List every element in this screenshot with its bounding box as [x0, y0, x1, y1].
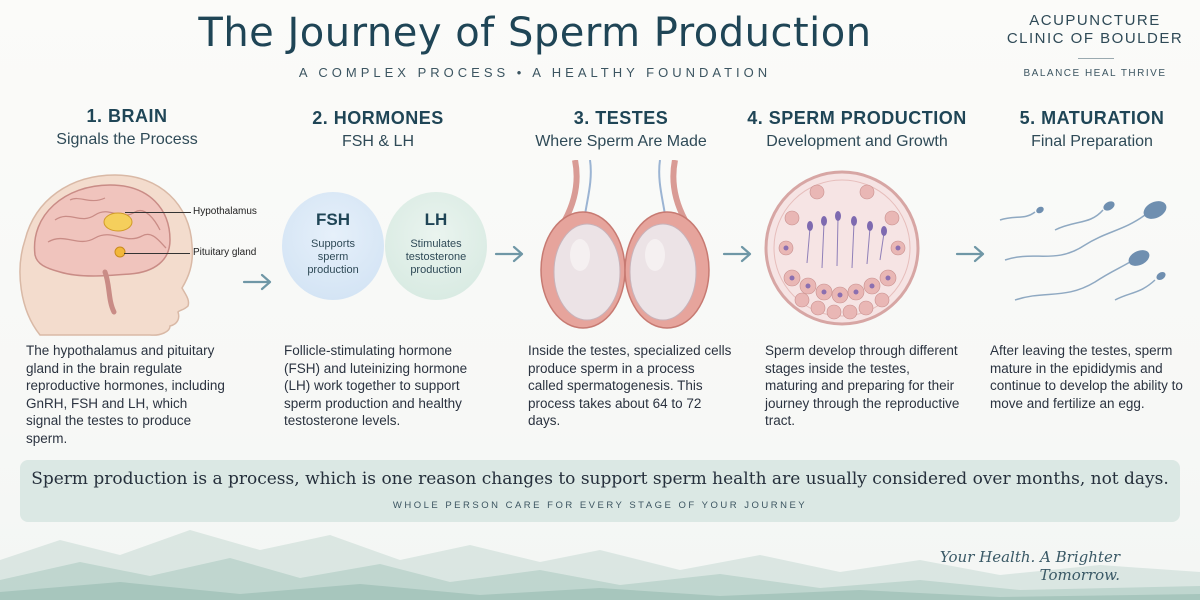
clinic-tagline: BALANCE HEAL THRIVE: [1023, 68, 1167, 79]
hormone-fsh-description: Supports sperm production: [282, 238, 384, 277]
testes-illustration: [540, 160, 710, 329]
stage-3-description: Inside the testes, specialized cells pro…: [528, 343, 732, 428]
stage-1-header: 1. BRAIN Signals the Process: [12, 106, 242, 149]
mountain-background: [0, 530, 1200, 600]
pituitary-label: Pituitary gland: [193, 247, 257, 258]
hormone-fsh-desc-line: Supports: [310, 238, 356, 250]
key-message-banner: Sperm production is a process, which is …: [20, 460, 1180, 522]
banner-message: Sperm production is a process, which is …: [31, 469, 1169, 489]
clinic-divider: [1078, 58, 1114, 59]
stage-5-subtitle: Final Preparation: [1031, 133, 1153, 150]
stage-1-description: The hypothalamus and pituitary gland in …: [26, 343, 225, 446]
clinic-name-line1: ACUPUNCTURE: [1029, 12, 1161, 29]
stage-3-header: 3. TESTES Where Sperm Are Made: [506, 108, 736, 151]
stage-2-title: 2. HORMONES: [312, 108, 444, 128]
banner-tagline: WHOLE PERSON CARE FOR EVERY STAGE OF YOU…: [392, 500, 808, 511]
hormone-lh-description: Stimulates testosterone production: [385, 238, 487, 277]
hypothalamus-label: Hypothalamus: [193, 206, 257, 217]
arrow-right-icon: [722, 245, 752, 263]
hormone-fsh-desc-line: production: [307, 264, 359, 276]
stage-4-description: Sperm develop through different stages i…: [765, 343, 960, 428]
hormone-lh-desc-line: testosterone: [405, 251, 467, 263]
seminiferous-tubule-illustration: [764, 170, 920, 326]
stage-1-title: 1. BRAIN: [86, 106, 168, 126]
stage-2-description: Follicle-stimulating hormone (FSH) and l…: [284, 343, 468, 428]
hypothalamus-pointer: [125, 212, 191, 213]
hormone-lh-desc-line: Stimulates: [410, 238, 462, 250]
arrow-right-icon: [494, 245, 524, 263]
stage-4-subtitle: Development and Growth: [766, 133, 948, 150]
stage-3-title: 3. TESTES: [573, 108, 669, 128]
hormone-fsh-desc-line: sperm: [317, 251, 349, 263]
stage-3-subtitle: Where Sperm Are Made: [535, 133, 707, 150]
stage-4-header: 4. SPERM PRODUCTION Development and Grow…: [742, 108, 972, 151]
stage-1-subtitle: Signals the Process: [56, 131, 198, 148]
stage-2-subtitle: FSH & LH: [341, 133, 414, 150]
arrow-right-icon: [242, 273, 272, 291]
clinic-name-line2: CLINIC OF BOULDER: [1006, 30, 1184, 47]
hormone-lh-circle: LH Stimulates testosterone production: [385, 192, 487, 300]
stage-2-header: 2. HORMONES FSH & LH: [263, 108, 493, 151]
stage-5-title: 5. MATURATION: [1019, 108, 1165, 128]
arrow-right-icon: [955, 245, 985, 263]
page-subtitle: A COMPLEX PROCESS • A HEALTHY FOUNDATION: [298, 65, 772, 80]
stage-5-header: 5. MATURATION Final Preparation: [977, 108, 1200, 151]
pituitary-pointer: [124, 253, 190, 254]
hormone-fsh-circle: FSH Supports sperm production: [282, 192, 384, 300]
brain-illustration: [19, 174, 194, 336]
hormone-lh-desc-line: production: [410, 264, 462, 276]
page-title: The Journey of Sperm Production: [198, 10, 872, 56]
sperm-cells-illustration: [999, 201, 1167, 301]
hormone-fsh-name: FSH: [316, 210, 350, 229]
stage-5-description: After leaving the testes, sperm mature i…: [990, 343, 1183, 411]
footer-slogan: Your Health. A Brighter Tomorrow.: [939, 548, 1120, 584]
stage-4-title: 4. SPERM PRODUCTION: [747, 108, 967, 128]
clinic-logo: ACUPUNCTURE CLINIC OF BOULDER: [1000, 12, 1190, 48]
hormone-lh-name: LH: [424, 210, 448, 229]
